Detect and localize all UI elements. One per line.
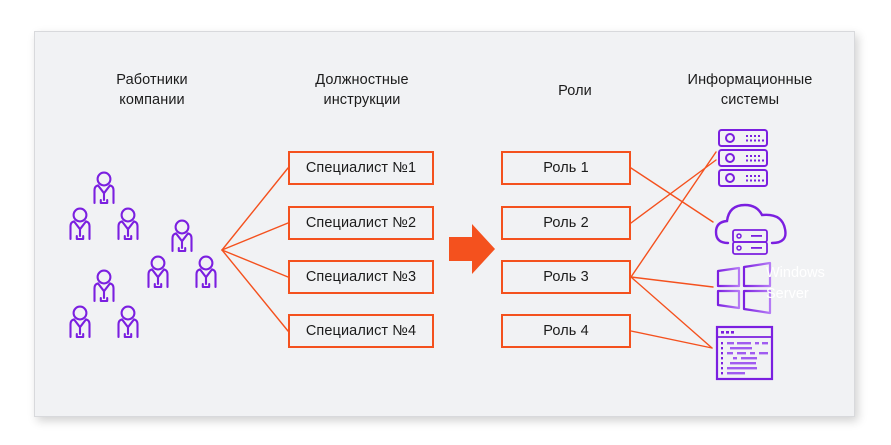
column-heading-info-systems: Информационные системы [687, 72, 813, 108]
job-description-box-1[interactable]: Специалист №1 [288, 151, 434, 185]
column-heading-job-descriptions: Должностные инструкции [315, 72, 409, 108]
job-description-box-4[interactable]: Специалист №4 [288, 314, 434, 348]
role-box-3[interactable]: Роль 3 [501, 260, 631, 294]
role-box-1[interactable]: Роль 1 [501, 151, 631, 185]
job-description-box-2[interactable]: Специалист №2 [288, 206, 434, 240]
column-heading-roles: Роли [558, 83, 592, 99]
job-description-box-3[interactable]: Специалист №3 [288, 260, 434, 294]
column-heading-employees: Работники компании [116, 72, 188, 108]
windows-server-label: Windows Server [766, 265, 825, 302]
role-box-4[interactable]: Роль 4 [501, 314, 631, 348]
role-box-2[interactable]: Роль 2 [501, 206, 631, 240]
